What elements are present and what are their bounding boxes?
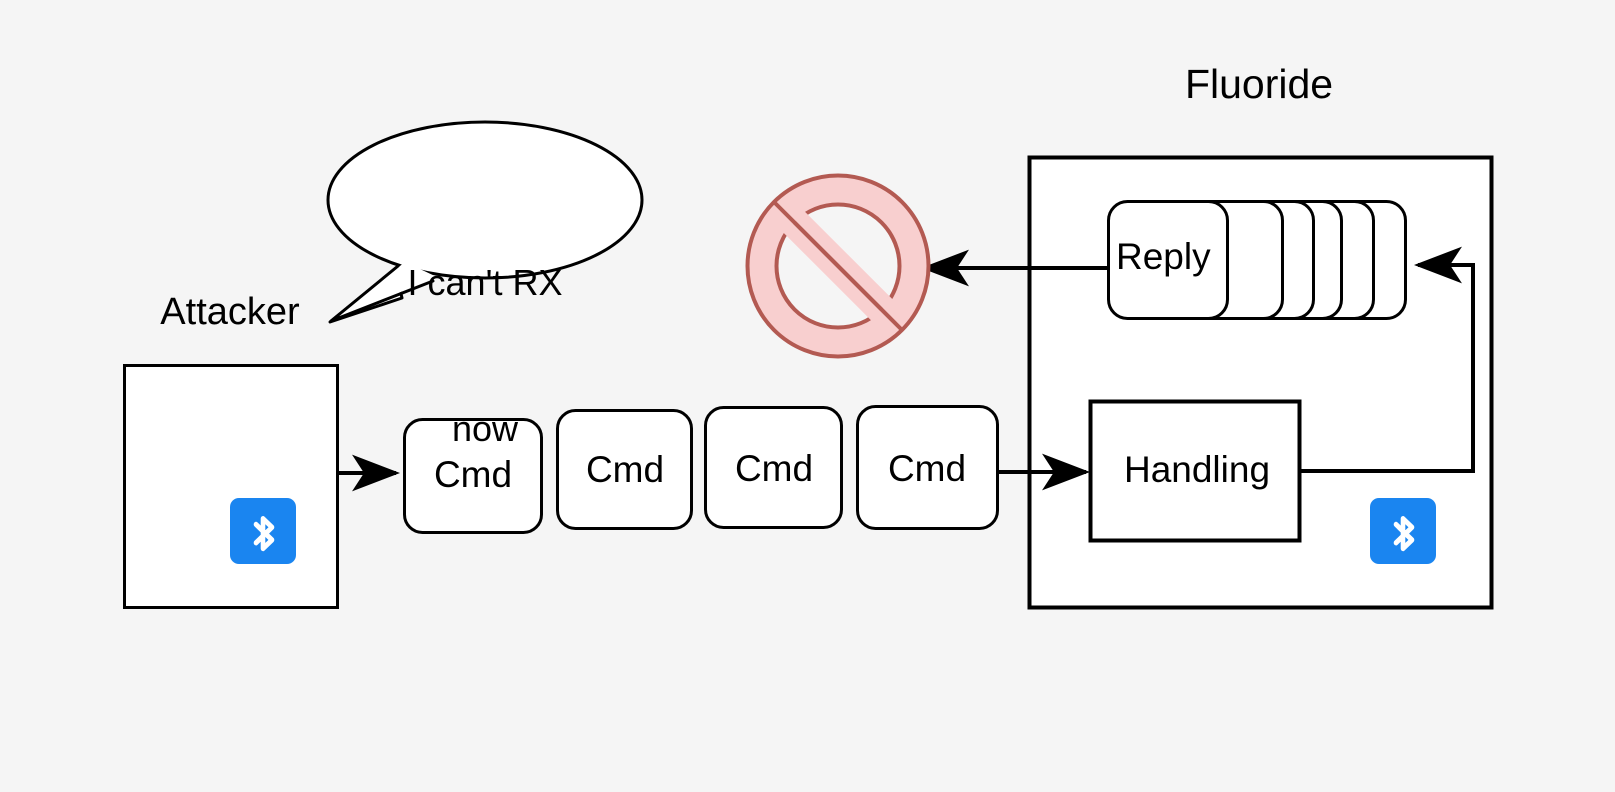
cmd-box-4: [856, 405, 999, 530]
bluetooth-glyph: [253, 516, 275, 552]
arrow-handling-to-reply: [1299, 246, 1475, 473]
prohibition-icon: [745, 173, 931, 359]
reply-stack-front-card: [1107, 200, 1229, 320]
bluetooth-icon: [230, 498, 296, 564]
reply-stack: [1107, 200, 1407, 320]
attacker-device-box: [123, 364, 339, 609]
cmd-box-1: [403, 418, 543, 534]
speech-bubble: [326, 120, 644, 324]
cmd-box-2: [556, 409, 693, 530]
handling-box: [1088, 399, 1302, 543]
cmd-box-3: [704, 406, 843, 529]
bluetooth-glyph: [1393, 516, 1415, 552]
bluetooth-icon: [1370, 498, 1436, 564]
